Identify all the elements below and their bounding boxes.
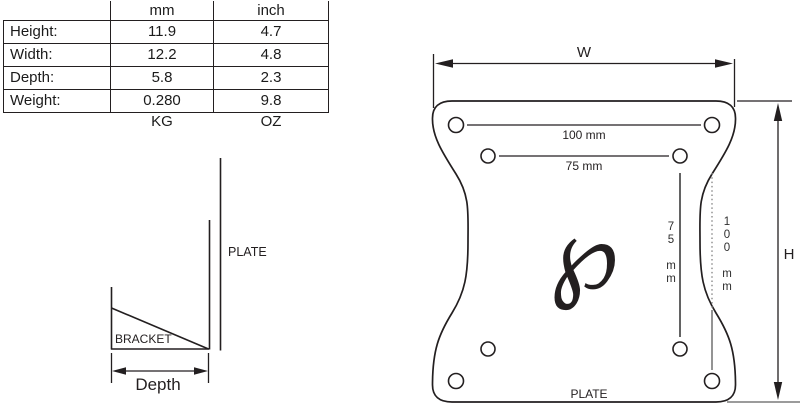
dim-label-100mm: 100 mm <box>562 128 605 142</box>
value-mm: 5.8 <box>110 66 214 90</box>
value-mm: 12.2 <box>110 43 214 67</box>
header-blank-cell <box>3 1 111 21</box>
width-label: W <box>577 44 592 61</box>
table-row-depth: Depth: 5.8 2.3 <box>3 66 329 90</box>
bracket-diagonal-line <box>111 307 209 350</box>
value-inch: 9.8 <box>213 89 329 113</box>
hole-lower-left <box>480 341 496 357</box>
value-mm: 0.280 <box>110 89 214 113</box>
hole-mid-right <box>672 148 688 164</box>
row-label: Weight: <box>3 89 111 113</box>
table-row-height: Height: 11.9 4.7 <box>3 20 329 44</box>
brand-logo-p: ℘ <box>549 195 619 312</box>
header-mm-cell: mm <box>110 1 214 21</box>
spec-table: mm inch Height: 11.9 4.7 Width: 12.2 4.8… <box>3 1 329 131</box>
table-row-weight: Weight: 0.280 9.8 <box>3 89 329 113</box>
plate-front-label: PLATE <box>570 387 607 401</box>
table-header-row: mm inch <box>3 1 329 21</box>
bracket-label: BRACKET <box>115 332 172 346</box>
value-mm: 11.9 <box>110 20 214 44</box>
value-inch: 2.3 <box>213 66 329 90</box>
unit-kg: KG <box>151 113 173 130</box>
height-arrowhead-top <box>773 103 783 121</box>
width-arrowhead-right <box>715 59 733 68</box>
side-view-diagram: PLATE BRACKET Depth <box>110 158 267 394</box>
table-row-width: Width: 12.2 4.8 <box>3 43 329 67</box>
hole-top-right <box>703 116 721 134</box>
row-label: Depth: <box>3 66 111 90</box>
hole-bottom-right <box>703 372 721 390</box>
width-arrowhead-left <box>435 59 453 68</box>
depth-label: Depth <box>135 375 180 394</box>
plate-side-label: PLATE <box>228 245 267 259</box>
height-label: H <box>784 246 795 263</box>
hole-top-left <box>447 116 465 134</box>
depth-arrowhead-left <box>112 367 126 375</box>
row-label: Width: <box>3 43 111 67</box>
unit-oz: OZ <box>260 113 282 130</box>
hole-mid-left <box>480 148 496 164</box>
table-units-row: KG OZ <box>4 113 329 132</box>
header-inch-cell: inch <box>213 1 329 21</box>
hole-lower-right <box>672 341 688 357</box>
value-inch: 4.7 <box>213 20 329 44</box>
height-arrowhead-bottom <box>773 382 783 400</box>
row-label: Height: <box>3 20 111 44</box>
footer-blank-cell <box>4 113 111 132</box>
value-inch: 4.8 <box>213 43 329 67</box>
dim-label-75mm: 75 mm <box>566 159 603 173</box>
hole-bottom-left <box>447 372 465 390</box>
depth-arrowhead-right <box>194 367 208 375</box>
